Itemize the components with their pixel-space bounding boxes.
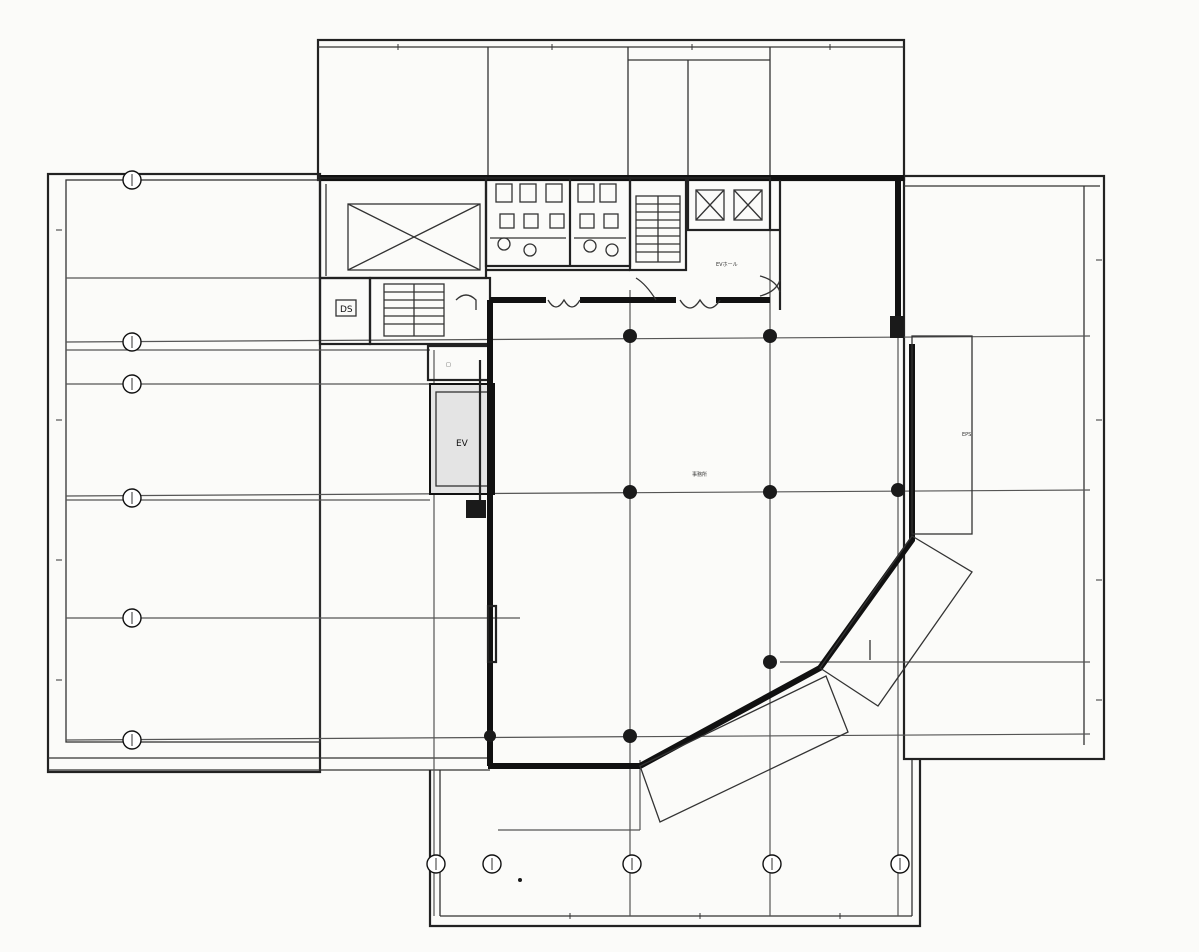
- small-room: □ EV: [426, 344, 495, 518]
- column: [891, 483, 905, 497]
- grid-axis-markers: [122, 170, 910, 874]
- column: [763, 655, 777, 669]
- outer-frames: [46, 38, 1106, 928]
- column: [763, 329, 777, 343]
- column: [484, 730, 496, 742]
- office-label: 事務所: [692, 471, 707, 478]
- room-right-label: EPS: [962, 432, 971, 438]
- column: [623, 485, 637, 499]
- svg-text:□: □: [446, 362, 451, 368]
- office-walls: EPS 事務所: [478, 300, 973, 823]
- building-core: DS: [318, 176, 901, 346]
- vertical-grid-lines: [433, 180, 899, 916]
- hall-label: EVホール: [716, 262, 738, 268]
- horizontal-grid-lines: [65, 277, 1091, 741]
- shaft-small-label: DS: [340, 305, 353, 315]
- column: [623, 329, 637, 343]
- stair-left: [383, 283, 445, 337]
- column: [623, 729, 637, 743]
- structural-columns: [484, 316, 905, 743]
- dimension-ticks: [56, 44, 1102, 919]
- stair-center: [628, 176, 688, 272]
- shaft-left-label: EV: [456, 439, 469, 449]
- column: [763, 485, 777, 499]
